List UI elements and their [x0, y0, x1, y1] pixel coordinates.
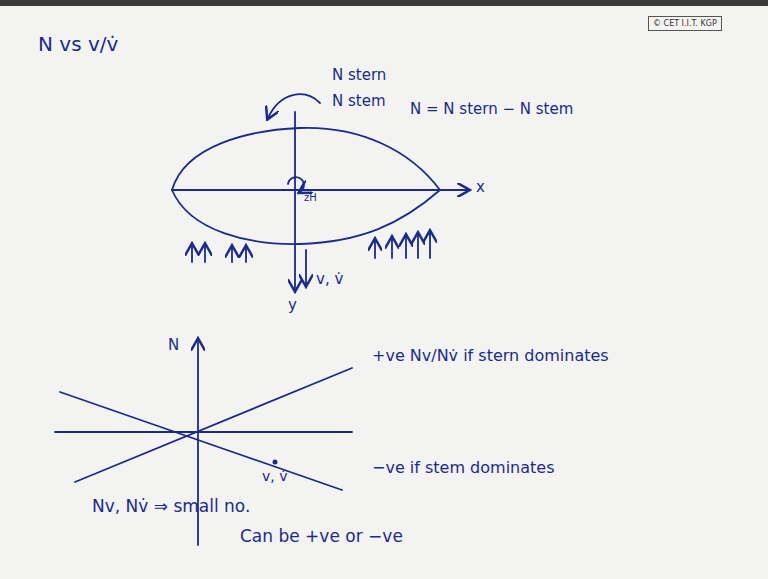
handwritten-label: Can be +ve or −ve [240, 526, 403, 546]
handwritten-label: N [168, 336, 179, 354]
handwritten-label: N vs v/v̇ [38, 32, 118, 56]
handwritten-label: v, v̇ [316, 270, 343, 288]
handwritten-label: v, v̇ [262, 468, 287, 485]
handwritten-label: +ve Nv/Nv̇ if stern dominates [372, 346, 622, 365]
handwritten-label: N = N stern − N stem [410, 100, 573, 118]
handwritten-label: N stem [332, 92, 386, 110]
handwritten-label: N stern [332, 66, 386, 84]
handwritten-label: Nv, Nv̇ ⇒ small no. [92, 496, 250, 516]
logo-text: © CET I.I.T. KGP [653, 19, 717, 28]
handwritten-label: zH [304, 192, 317, 204]
handwritten-label: −ve if stem dominates [372, 458, 554, 477]
handwritten-label: y [288, 296, 297, 314]
logo-box: © CET I.I.T. KGP [648, 16, 722, 31]
handwritten-label: x [476, 178, 485, 196]
